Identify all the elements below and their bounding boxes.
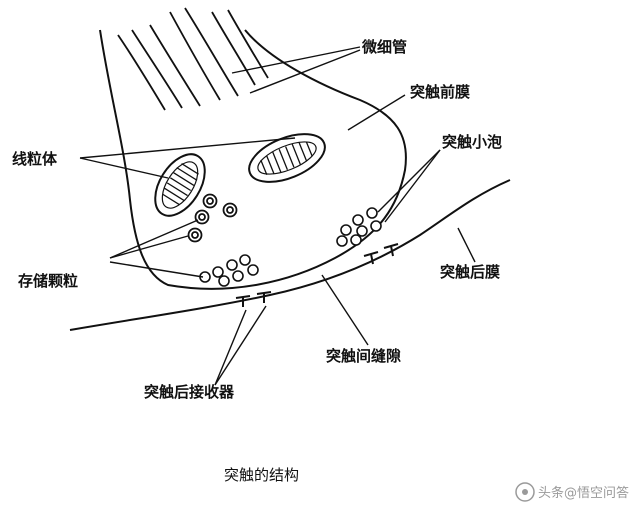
presynaptic-terminal-outline [99, 29, 407, 290]
label-synaptic-cleft: 突触间缝隙 [326, 347, 401, 365]
synaptic-vesicles [336, 207, 382, 247]
storage-granules-lower [199, 254, 259, 287]
microtubule-lines [117, 7, 269, 111]
postsynaptic-membrane-line [69, 179, 511, 331]
mitochondrion-right [248, 133, 326, 183]
postsynaptic-receptors [235, 243, 399, 307]
figure-caption: 突触的结构 [224, 466, 299, 484]
watermark-text: 头条@悟空问答 [538, 485, 629, 501]
watermark: 头条@悟空问答 [515, 482, 629, 502]
watermark-logo-dot [522, 489, 528, 495]
label-mitochondria: 线粒体 [12, 150, 58, 168]
mitochondrion-left [154, 153, 206, 217]
storage-granules-upper [187, 193, 238, 243]
label-synaptic-vesicle: 突触小泡 [442, 133, 502, 151]
label-postsynaptic-receptor: 突触后接收器 [144, 383, 235, 401]
leader-lines [79, 46, 476, 386]
label-presynaptic-membrane: 突触前膜 [410, 83, 470, 101]
label-postsynaptic-membrane: 突触后膜 [440, 263, 500, 281]
label-microtubule: 微细管 [361, 38, 407, 56]
label-storage-granule: 存储颗粒 [18, 272, 78, 290]
watermark-logo-icon [515, 482, 535, 502]
